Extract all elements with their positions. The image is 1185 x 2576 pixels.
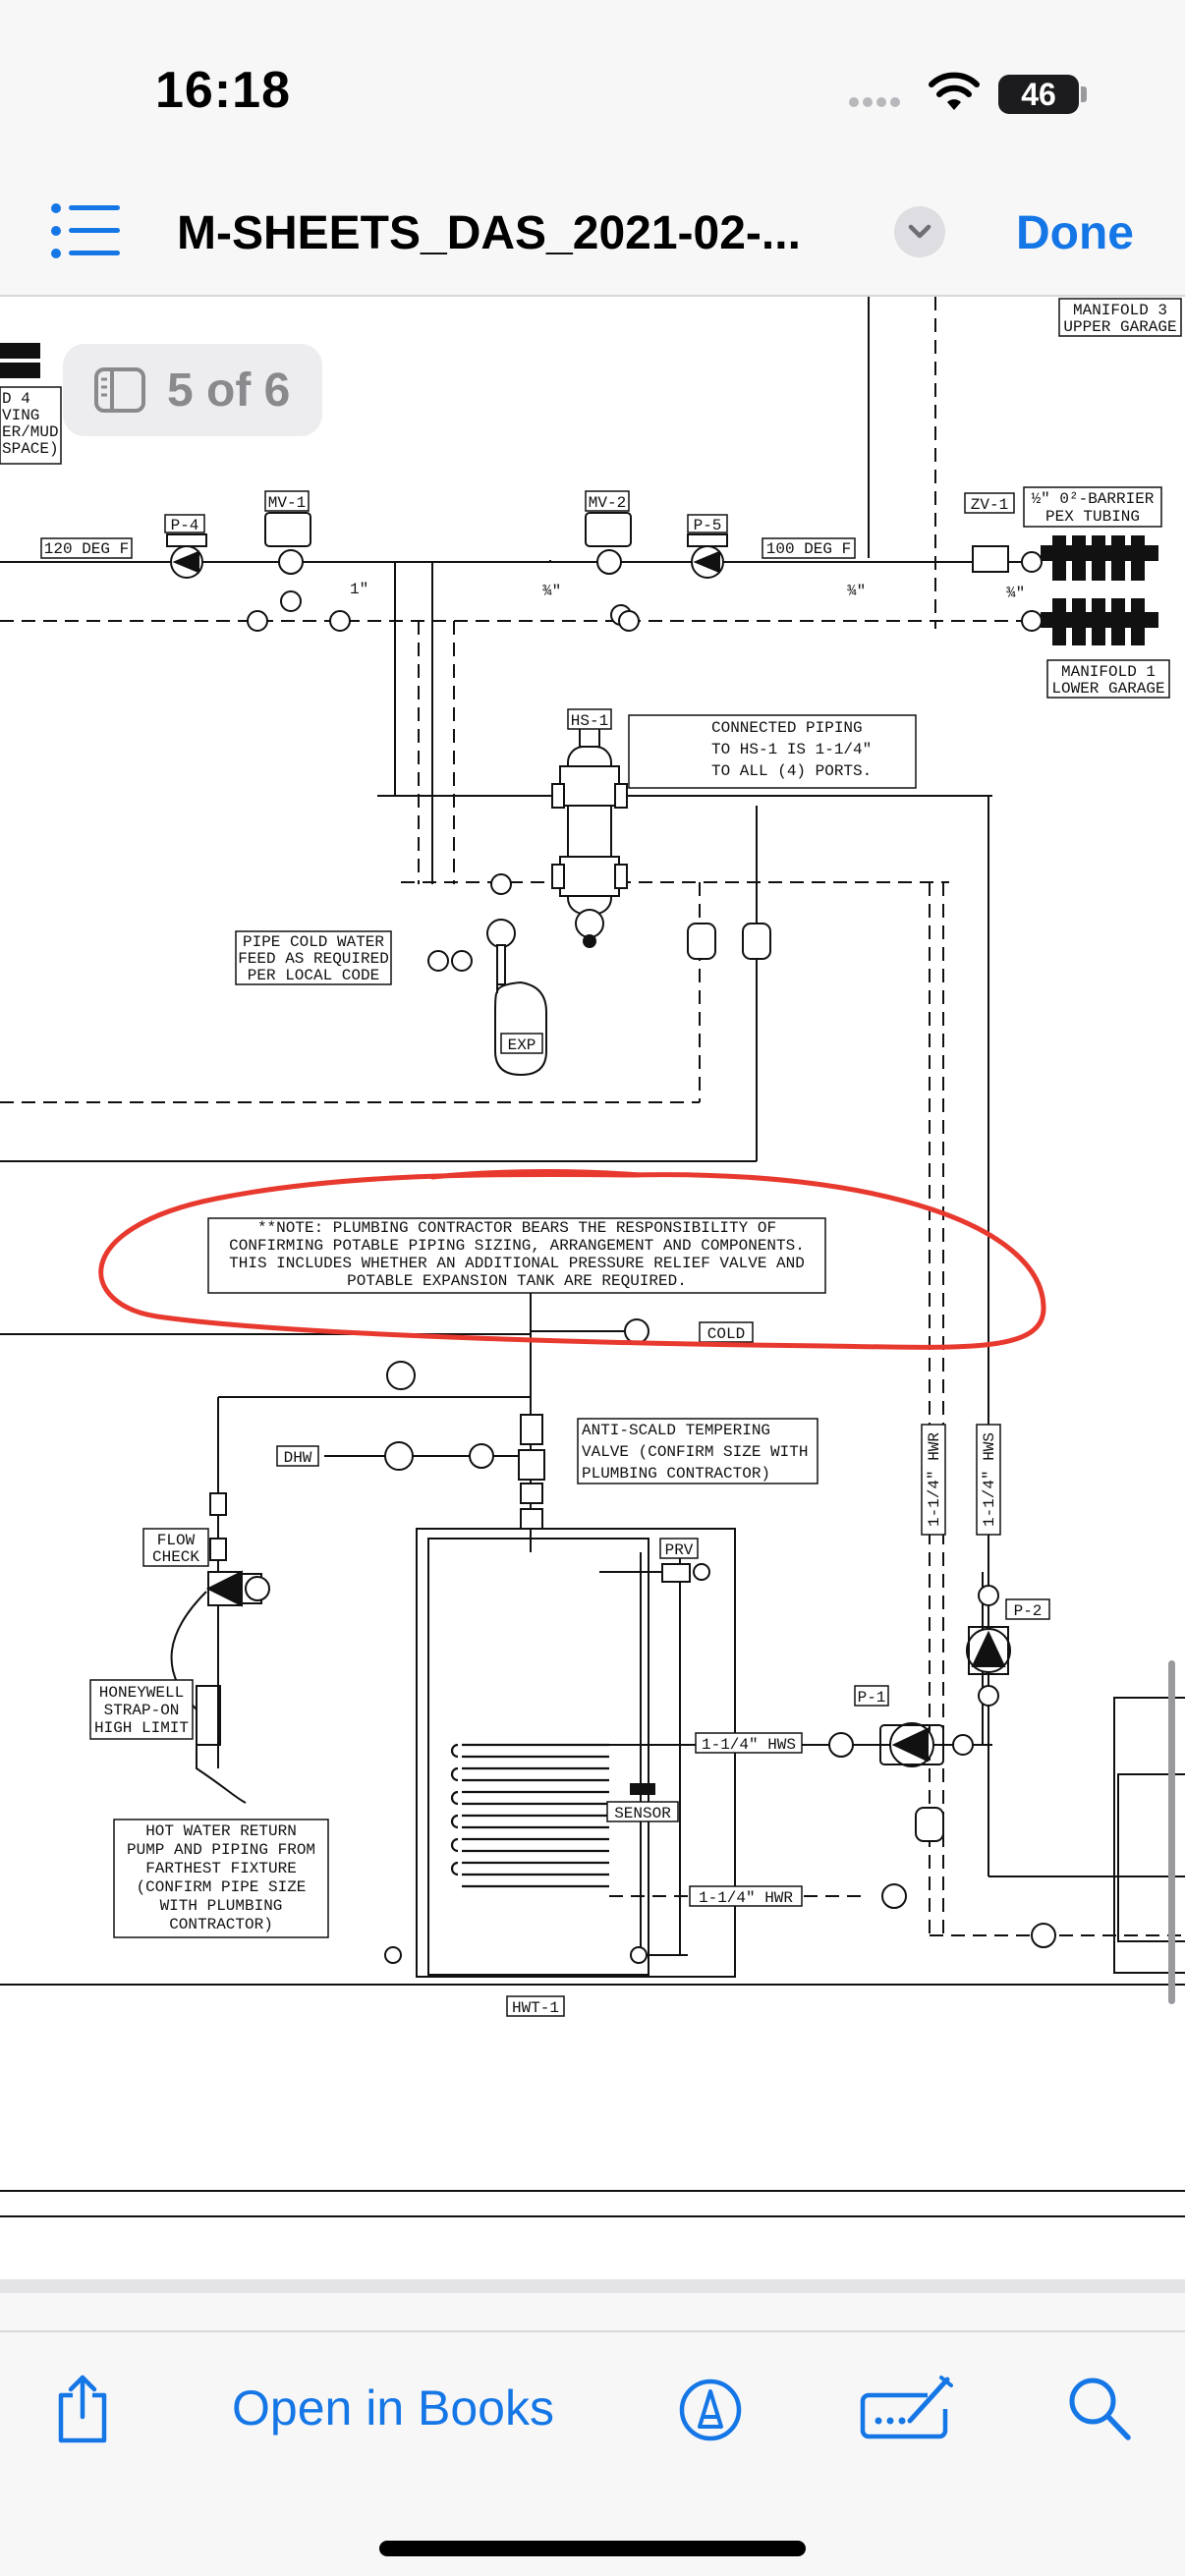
label-hws: 1-1/4" HWS <box>702 1736 796 1754</box>
label-hwt1: HWT-1 <box>512 1999 559 2017</box>
label-cold: COLD <box>707 1325 745 1343</box>
page-indicator: 5 of 6 <box>63 344 322 436</box>
wifi-icon <box>929 72 980 110</box>
label-manifold4-4: SPACE) <box>2 440 59 458</box>
navigation-bar: M-SHEETS_DAS_2021-02-... Done <box>0 167 1185 297</box>
label-cold-feed-2: FEED AS REQUIRED <box>238 950 389 968</box>
label-honeywell-3: HIGH LIMIT <box>94 1719 189 1737</box>
label-mv1: MV-1 <box>268 494 306 512</box>
battery-icon: 46 <box>998 75 1079 114</box>
label-honeywell-2: STRAP-ON <box>104 1702 180 1719</box>
label-hwr-pump-1: HOT WATER RETURN <box>145 1822 297 1840</box>
pdf-page-view[interactable]: MANIFOLD 3 UPPER GARAGE MANIFOLD 1 LOWER… <box>0 297 1185 2279</box>
label-pipe-34b: ¾" <box>847 583 866 600</box>
red-markup-annotation <box>98 1169 1046 1350</box>
label-p5: P-5 <box>694 517 722 534</box>
label-prv: PRV <box>665 1541 694 1559</box>
label-pipe-34a: ¾" <box>542 583 561 600</box>
label-anti-scald-3: PLUMBING CONTRACTOR) <box>582 1465 770 1483</box>
sidebar-icon <box>94 367 145 413</box>
bottom-toolbar: Open in Books <box>0 2279 1185 2576</box>
document-title[interactable]: M-SHEETS_DAS_2021-02-... <box>177 207 801 259</box>
status-bar: 16:18 46 <box>0 0 1185 167</box>
note-line-2: CONFIRMING POTABLE PIPING SIZING, ARRANG… <box>229 1237 805 1255</box>
note-line-1: **NOTE: PLUMBING CONTRACTOR BEARS THE RE… <box>257 1219 776 1237</box>
cellular-signal-icon <box>849 94 904 112</box>
label-flow-check-2: CHECK <box>152 1548 199 1566</box>
label-hs-note-3: TO ALL (4) PORTS. <box>711 762 872 780</box>
share-icon[interactable] <box>53 2374 112 2444</box>
label-hs-note-1: CONNECTED PIPING <box>711 719 863 737</box>
open-in-books-button[interactable]: Open in Books <box>232 2380 554 2436</box>
toolbar-top-border <box>0 2330 1185 2332</box>
label-cold-feed-3: PER LOCAL CODE <box>248 967 379 984</box>
label-manifold4-1: D 4 <box>2 390 30 408</box>
scroll-indicator[interactable] <box>1168 1660 1175 2004</box>
page-indicator-text: 5 of 6 <box>167 364 291 417</box>
label-anti-scald-2: VALVE (CONFIRM SIZE WITH <box>582 1443 808 1461</box>
label-hwr-vertical: 1-1/4" HWR <box>926 1432 943 1527</box>
label-cold-feed-1: PIPE COLD WATER <box>243 933 384 951</box>
markup-icon[interactable] <box>678 2378 743 2442</box>
note-line-4: POTABLE EXPANSION TANK ARE REQUIRED. <box>347 1272 687 1290</box>
label-manifold1-1: MANIFOLD 1 <box>1061 663 1156 681</box>
label-barrier-2: PEX TUBING <box>1045 508 1140 526</box>
label-temp2: 100 DEG F <box>766 540 851 558</box>
label-hs1: HS-1 <box>571 712 608 730</box>
chevron-down-icon <box>908 224 931 239</box>
status-time: 16:18 <box>155 62 291 119</box>
label-barrier-1: ½" 0²-BARRIER <box>1032 490 1155 508</box>
label-sensor: SENSOR <box>614 1805 671 1822</box>
label-temp1: 120 DEG F <box>44 540 129 558</box>
label-pipe-1in: 1" <box>350 581 368 598</box>
label-mv2: MV-2 <box>589 494 626 512</box>
label-pipe-34c: ¾" <box>1006 585 1025 602</box>
battery-cap <box>1081 86 1087 102</box>
outline-list-icon[interactable] <box>51 202 120 259</box>
toolbar-divider <box>0 2279 1185 2293</box>
label-dhw: DHW <box>284 1449 312 1467</box>
label-manifold3-2: UPPER GARAGE <box>1063 318 1176 336</box>
label-hws-vertical: 1-1/4" HWS <box>981 1432 998 1527</box>
label-hwr-pump-4: (CONFIRM PIPE SIZE <box>137 1878 307 1896</box>
label-flow-check-1: FLOW <box>157 1532 196 1549</box>
mechanical-drawing: MANIFOLD 3 UPPER GARAGE MANIFOLD 1 LOWER… <box>0 297 1185 2217</box>
label-manifold3-1: MANIFOLD 3 <box>1073 302 1167 319</box>
label-exp: EXP <box>508 1036 536 1054</box>
label-manifold4-2: VING <box>2 407 39 424</box>
label-p1: P-1 <box>858 1689 886 1707</box>
label-anti-scald-1: ANTI-SCALD TEMPERING <box>582 1422 770 1439</box>
label-hwr-pump-2: PUMP AND PIPING FROM <box>127 1841 315 1859</box>
signature-icon[interactable] <box>859 2374 953 2442</box>
label-zv1: ZV-1 <box>971 496 1008 514</box>
label-honeywell-1: HONEYWELL <box>99 1684 184 1702</box>
label-hwr-pump-5: WITH PLUMBING <box>160 1897 283 1915</box>
label-manifold1-2: LOWER GARAGE <box>1051 680 1164 698</box>
label-p2: P-2 <box>1014 1602 1043 1620</box>
done-button[interactable]: Done <box>1016 207 1134 259</box>
label-manifold4-3: ER/MUD <box>2 423 59 441</box>
home-indicator[interactable] <box>379 2541 806 2556</box>
label-hwr-pump-6: CONTRACTOR) <box>169 1916 273 1933</box>
note-line-3: THIS INCLUDES WHETHER AN ADDITIONAL PRES… <box>229 1255 805 1272</box>
label-hwr: 1-1/4" HWR <box>699 1889 793 1907</box>
label-p4: P-4 <box>171 517 199 534</box>
search-icon[interactable] <box>1067 2376 1132 2442</box>
title-menu-button[interactable] <box>894 206 945 257</box>
label-hwr-pump-3: FARTHEST FIXTURE <box>145 1860 297 1877</box>
label-hs-note-2: TO HS-1 IS 1-1/4" <box>711 741 872 758</box>
